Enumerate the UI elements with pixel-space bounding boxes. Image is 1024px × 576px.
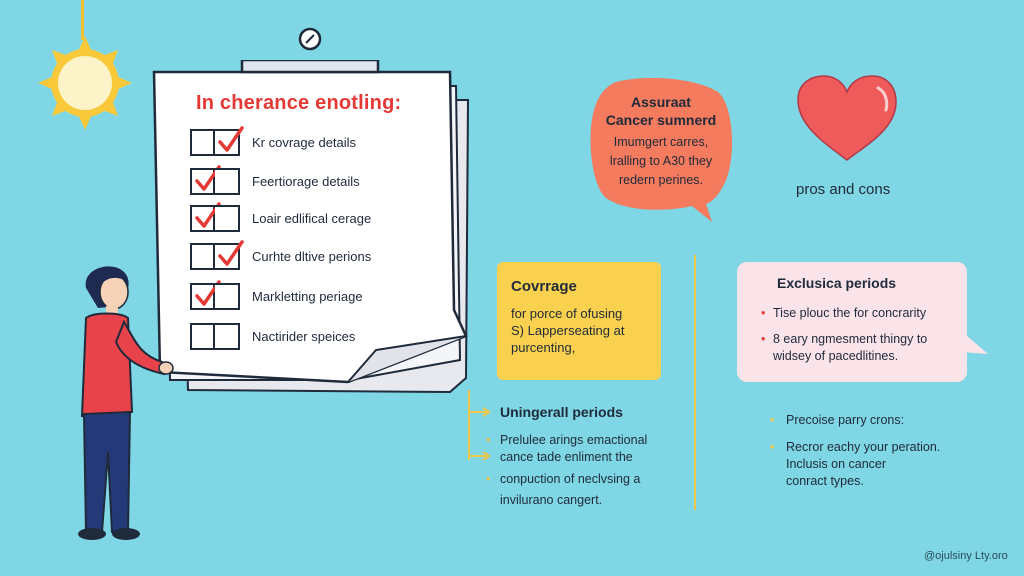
bubble-title-line: Assuraat [631,94,691,110]
check-icon [195,279,221,306]
speech-bubble-shape [590,78,733,222]
waiting-list: Prelulee arings emactional cance tade en… [484,432,684,509]
checkbox[interactable] [215,282,240,310]
check-icon [218,239,244,266]
checklist-item-label: Loair edlifical cerage [252,210,372,226]
checklist-item[interactable]: Loair edlifical cerage [190,201,372,232]
checklist-item-label: Markletting periage [252,288,363,304]
exclusion-card: Exclusica periods Tise plouc the for con… [737,262,967,382]
bubble-body-line: lralling to A30 they [609,154,713,168]
coverage-line: for porce of ofusing [511,306,623,321]
checkbox[interactable] [215,204,240,232]
checklist-item-label: Kr covrage details [252,134,357,150]
checklist-item[interactable]: Feertiorage details [190,164,360,195]
checklist-item[interactable]: Markletting periage [190,279,363,310]
bracket-arrow-icon [468,390,491,461]
checkbox[interactable] [215,167,240,195]
exclusion-title: Exclusica periods [777,275,897,291]
coverage-line: S) Lapperseating at [511,323,625,338]
coverage-card: Covrrage for porce of ofusing S) Lappers… [497,262,661,380]
precise-list: Precoise parry crons: Recror eachy your … [770,412,990,495]
sun-string [81,0,84,40]
checkbox[interactable] [190,279,221,310]
person-illustration [78,266,174,540]
list-item: conpuction of neclvsing a [484,471,684,488]
checkbox[interactable] [190,201,221,232]
checkbox[interactable] [215,322,240,350]
checklist-item[interactable]: Nactirider speices [190,322,355,350]
coverage-title: Covrrage [511,278,577,295]
exclusion-item: 8 eary ngmesment thingy to widsey of pac… [761,331,951,365]
checklist-item[interactable]: Curhte dltive perions [190,239,372,270]
checkbox[interactable] [190,164,221,195]
list-item: Recror eachy your peration. [770,439,990,456]
bubble-body-line: Imumgert carres, [613,135,709,149]
checkbox[interactable] [190,322,215,350]
checklist-item-label: Curhte dltive perions [252,248,372,264]
clipboard-clip-icon [298,27,322,51]
sun-icon [38,36,132,130]
checklist-item[interactable]: Kr covrage details [190,125,357,156]
list-item: Precoise parry crons: [770,412,990,429]
list-item: conract types. [786,474,864,488]
checkbox[interactable] [190,128,215,156]
bubble-title-line: Cancer sumnerd [605,112,717,128]
check-icon [195,201,221,228]
waiting-title: Uningerall periods [500,404,623,420]
exclusion-item: Tise plouc the for concrarity [761,305,951,322]
list-item: Inclusis on cancer [786,457,887,471]
list-item: cance tade enliment the [500,450,633,464]
list-item: Prelulee arings emactional [484,432,684,449]
exclusion-card-tail [960,330,988,354]
checkbox[interactable] [190,242,215,270]
checklist-item-label: Nactirider speices [252,328,356,344]
check-icon [195,164,221,191]
bubble-body-line: redern perines. [618,173,704,187]
heart-icon [797,75,897,161]
coverage-line: purcenting, [511,340,576,355]
checkbox[interactable] [215,239,244,270]
check-icon [218,125,244,152]
pros-cons-label: pros and cons [796,181,891,198]
checkbox[interactable] [215,125,244,156]
watermark: @ojulsiny Lty.oro [924,550,1008,562]
vertical-divider [694,255,696,510]
checklist-item-label: Feertiorage details [252,173,360,189]
checklist-title: In cherance enotling: [196,92,402,114]
list-item: invilurano cangert. [500,493,603,507]
speech-bubble: Assuraat Cancer sumnerd Imumgert carres,… [586,78,736,224]
